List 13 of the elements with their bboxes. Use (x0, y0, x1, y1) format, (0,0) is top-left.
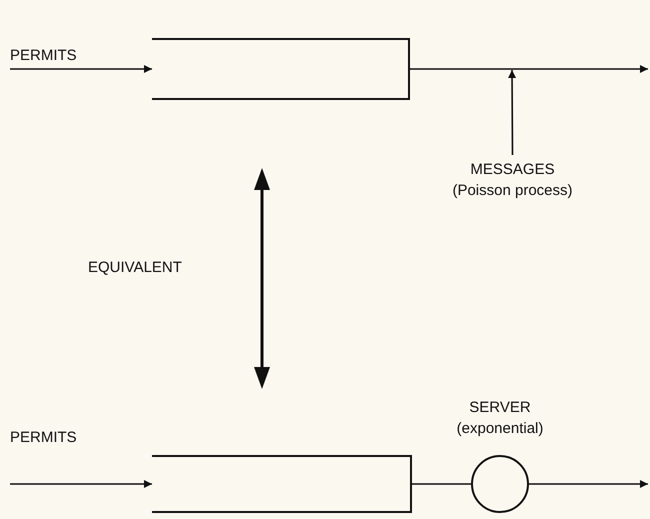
node-heading: SERVER (468, 398, 532, 417)
connector-line (412, 483, 472, 485)
arrow (10, 65, 152, 73)
arrow (10, 480, 152, 488)
arrow (508, 70, 516, 155)
queue-box (152, 38, 410, 100)
node-subtitle: (exponential) (456, 419, 544, 438)
arrow (528, 480, 648, 488)
arrow (410, 65, 648, 73)
queue-box (152, 455, 412, 513)
node-subtitle: (Poisson process) (451, 181, 574, 200)
note-label: EQUIVALENT (88, 258, 182, 277)
node-heading: MESSAGES (469, 160, 556, 179)
